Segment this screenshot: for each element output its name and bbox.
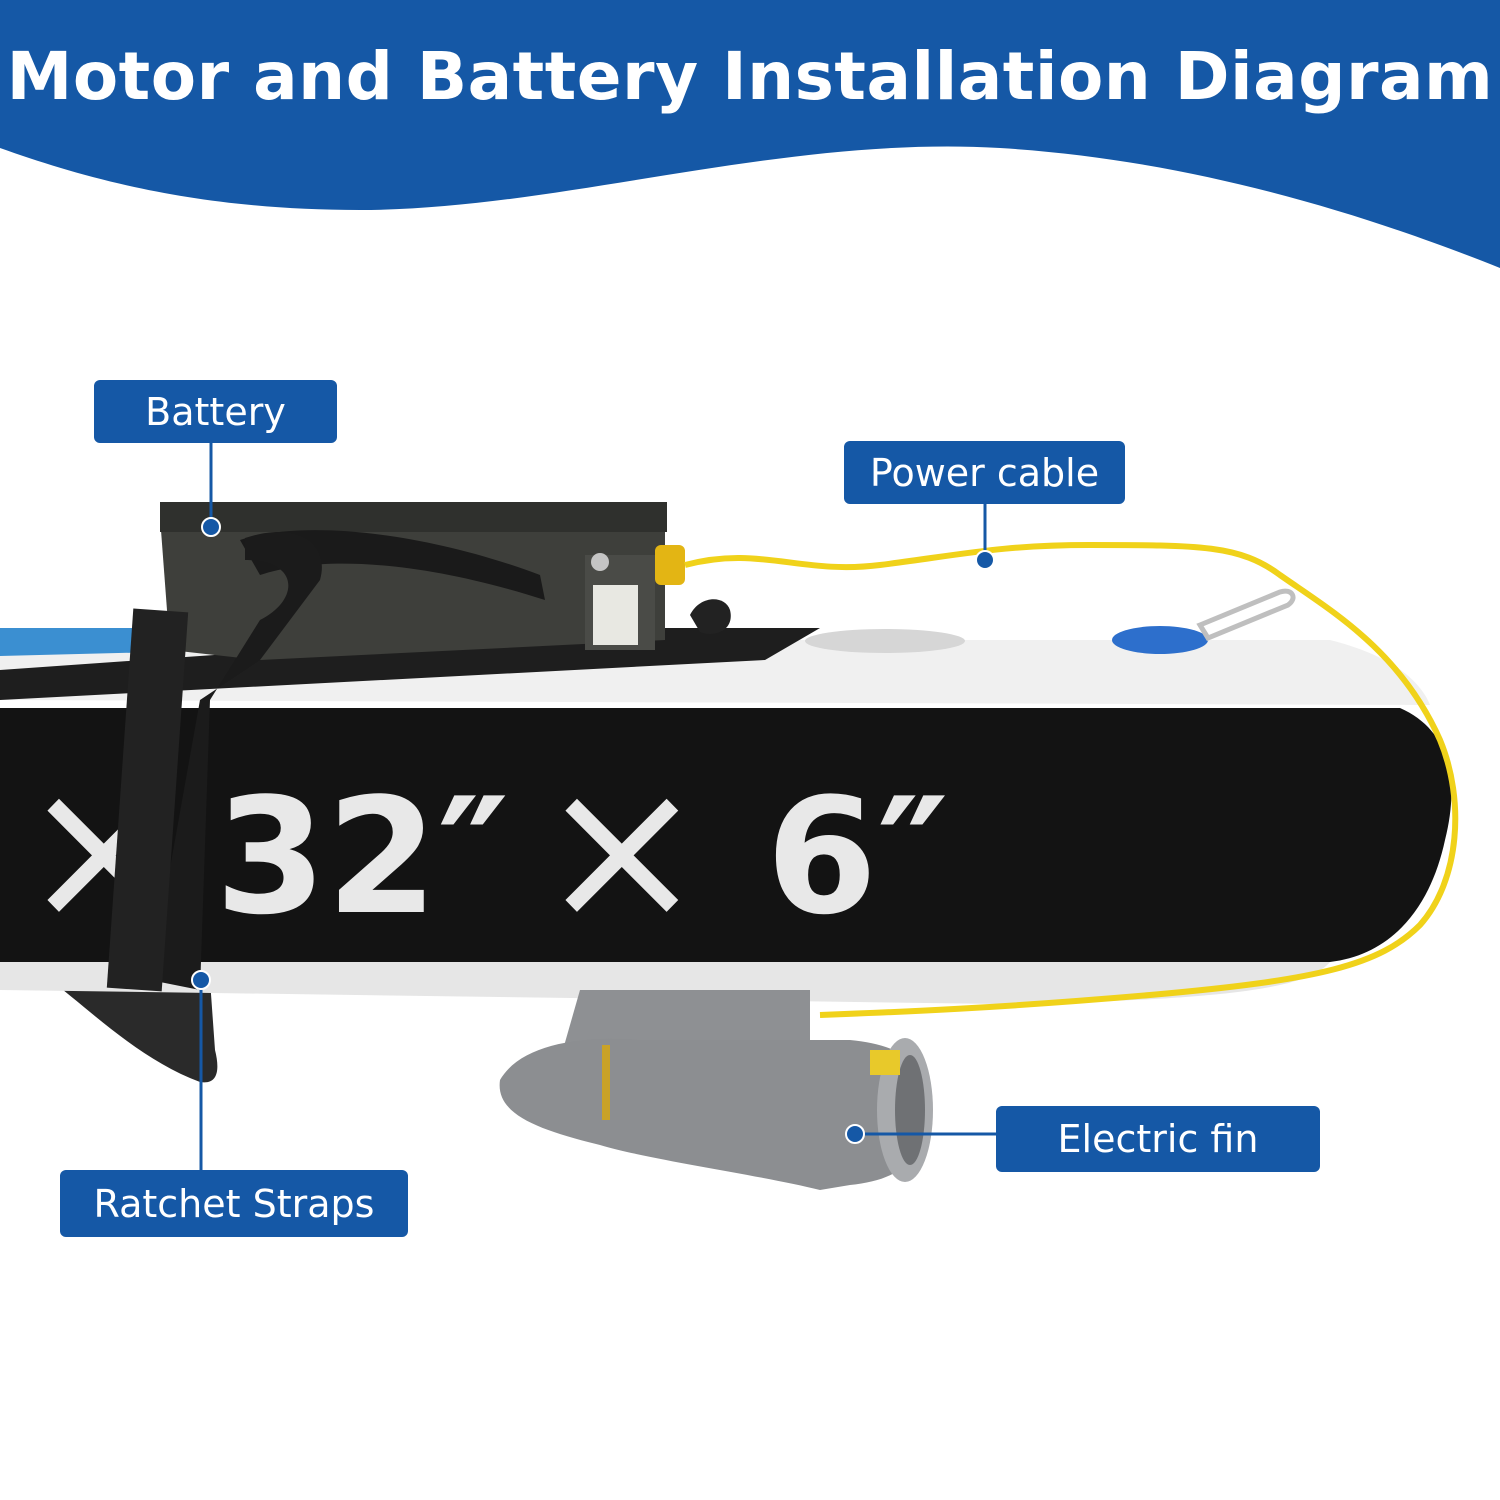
battery-label: Battery bbox=[94, 380, 337, 443]
side-fin bbox=[48, 978, 218, 1083]
board-rail bbox=[0, 708, 1452, 962]
leader-dots bbox=[191, 517, 995, 1144]
deck-logo-plate bbox=[805, 629, 965, 653]
cable-marker-dot bbox=[975, 550, 995, 570]
deck-blue-stripe bbox=[0, 628, 160, 656]
electric-fin-motor bbox=[499, 990, 933, 1190]
d-ring-patch bbox=[1112, 626, 1208, 654]
strap-marker-dot bbox=[191, 970, 211, 990]
electric-fin-label: Electric fin bbox=[996, 1106, 1320, 1172]
power-cable-label: Power cable bbox=[844, 441, 1125, 504]
battery-strap-top bbox=[240, 530, 545, 600]
strap-band bbox=[106, 608, 189, 992]
dimension-x-mark-right: × bbox=[538, 733, 706, 966]
carabiner bbox=[1196, 588, 1296, 642]
leader-lines bbox=[199, 443, 996, 1170]
connector-cap bbox=[690, 599, 731, 634]
power-connector bbox=[655, 545, 685, 585]
battery-box bbox=[160, 502, 667, 660]
ratchet-strap bbox=[150, 532, 322, 990]
power-cable-line bbox=[684, 541, 1459, 1018]
battery-marker-dot bbox=[201, 517, 221, 537]
dimension-width: 32″ bbox=[215, 763, 509, 950]
page-title: Motor and Battery Installation Diagram bbox=[6, 38, 1494, 115]
dimension-thickness: 6″ bbox=[766, 763, 949, 950]
board-bottom bbox=[0, 962, 1330, 1004]
header-banner bbox=[0, 0, 1500, 268]
ratchet-straps-label: Ratchet Straps bbox=[60, 1170, 408, 1237]
fin-marker-dot bbox=[845, 1124, 865, 1144]
